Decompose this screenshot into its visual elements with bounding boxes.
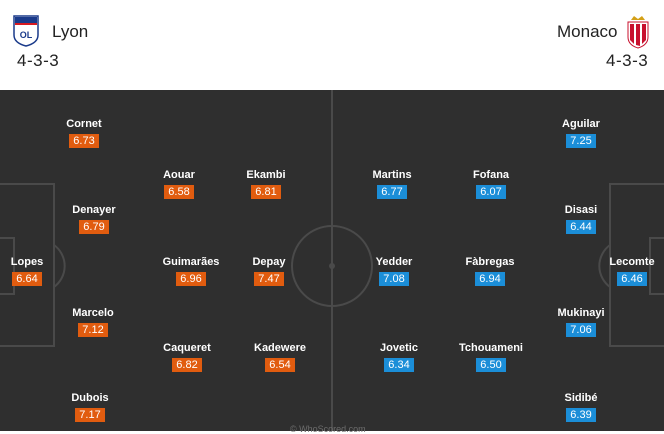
player-rating: 6.81	[251, 185, 281, 199]
away-player-mukinayi[interactable]: Mukinayi 7.06	[541, 306, 621, 338]
away-player-martins[interactable]: Martins 6.77	[352, 168, 432, 200]
away-player-yedder[interactable]: Yedder 7.08	[354, 255, 434, 287]
player-name: Caqueret	[163, 342, 211, 354]
player-name: Aguilar	[562, 118, 600, 130]
player-name: Marcelo	[72, 307, 114, 319]
player-name: Aouar	[163, 169, 195, 181]
match-header: OL Lyon 4-3-3 Monaco 4-3-3	[0, 0, 664, 90]
home-player-lopes[interactable]: Lopes 6.64	[0, 255, 67, 287]
watermark: © WhoScored.com	[290, 424, 366, 434]
player-rating: 6.50	[476, 358, 506, 372]
player-name: Mukinayi	[557, 307, 605, 319]
player-name: Yedder	[375, 256, 413, 268]
home-player-cornet[interactable]: Cornet 6.73	[44, 117, 124, 149]
home-team-name: Lyon	[52, 22, 89, 41]
player-rating: 6.73	[69, 134, 99, 148]
player-rating: 6.39	[566, 408, 596, 422]
player-rating: 7.08	[379, 272, 409, 286]
player-rating: 6.54	[265, 358, 295, 372]
lyon-crest-icon: OL	[13, 15, 39, 47]
player-rating: 6.34	[384, 358, 414, 372]
player-name: Denayer	[72, 204, 116, 216]
player-name: Lecomte	[609, 256, 655, 268]
player-rating: 6.07	[476, 185, 506, 199]
away-formation: 4-3-3	[606, 51, 649, 70]
away-player-lecomte[interactable]: Lecomte 6.46	[592, 255, 664, 287]
player-rating: 7.12	[78, 323, 108, 337]
player-name: Jovetic	[380, 342, 418, 354]
player-rating: 7.25	[566, 134, 596, 148]
home-player-dubois[interactable]: Dubois 7.17	[50, 391, 130, 423]
player-name: Depay	[252, 256, 286, 268]
player-rating: 7.17	[75, 408, 105, 422]
player-name: Lopes	[10, 256, 44, 268]
player-rating: 6.64	[12, 272, 42, 286]
away-player-fabregas[interactable]: Fàbregas 6.94	[450, 255, 530, 287]
player-rating: 6.46	[617, 272, 647, 286]
player-name: Ekambi	[246, 169, 286, 181]
player-name: Martins	[372, 169, 412, 181]
home-player-caqueret[interactable]: Caqueret 6.82	[147, 341, 227, 373]
player-rating: 6.77	[377, 185, 407, 199]
away-team-name: Monaco	[557, 22, 618, 41]
away-player-disasi[interactable]: Disasi 6.44	[541, 203, 621, 235]
home-player-denayer[interactable]: Denayer 6.79	[54, 203, 134, 235]
player-name: Fofana	[472, 169, 510, 181]
player-rating: 6.58	[164, 185, 194, 199]
player-name: Cornet	[66, 118, 102, 130]
away-player-sidibe[interactable]: Sidibé 6.39	[541, 391, 621, 423]
player-name: Disasi	[564, 204, 598, 216]
player-rating: 6.44	[566, 220, 596, 234]
player-name: Dubois	[71, 392, 109, 404]
home-formation: 4-3-3	[17, 51, 60, 70]
monaco-crest-icon	[627, 16, 649, 49]
home-player-depay[interactable]: Depay 7.47	[229, 255, 309, 287]
player-name: Kadewere	[254, 342, 306, 354]
player-name: Tchouameni	[459, 342, 523, 354]
player-name: Fàbregas	[465, 256, 515, 268]
player-name: Sidibé	[564, 392, 598, 404]
home-player-guimaraes[interactable]: Guimarães 6.96	[151, 255, 231, 287]
player-rating: 7.06	[566, 323, 596, 337]
player-rating: 6.94	[475, 272, 505, 286]
away-player-fofana[interactable]: Fofana 6.07	[451, 168, 531, 200]
away-player-tchouameni[interactable]: Tchouameni 6.50	[451, 341, 531, 373]
svg-text:OL: OL	[20, 30, 33, 40]
home-player-ekambi[interactable]: Ekambi 6.81	[226, 168, 306, 200]
player-rating: 6.79	[79, 220, 109, 234]
away-player-jovetic[interactable]: Jovetic 6.34	[359, 341, 439, 373]
home-player-aouar[interactable]: Aouar 6.58	[139, 168, 219, 200]
player-rating: 6.96	[176, 272, 206, 286]
player-name: Guimarães	[162, 256, 220, 268]
home-player-kadewere[interactable]: Kadewere 6.54	[240, 341, 320, 373]
player-rating: 7.47	[254, 272, 284, 286]
away-player-aguilar[interactable]: Aguilar 7.25	[541, 117, 621, 149]
player-rating: 6.82	[172, 358, 202, 372]
home-player-marcelo[interactable]: Marcelo 7.12	[53, 306, 133, 338]
pitch: Cornet 6.73 Aouar 6.58 Ekambi 6.81 Denay…	[0, 90, 664, 431]
pitch-lines	[0, 90, 664, 431]
